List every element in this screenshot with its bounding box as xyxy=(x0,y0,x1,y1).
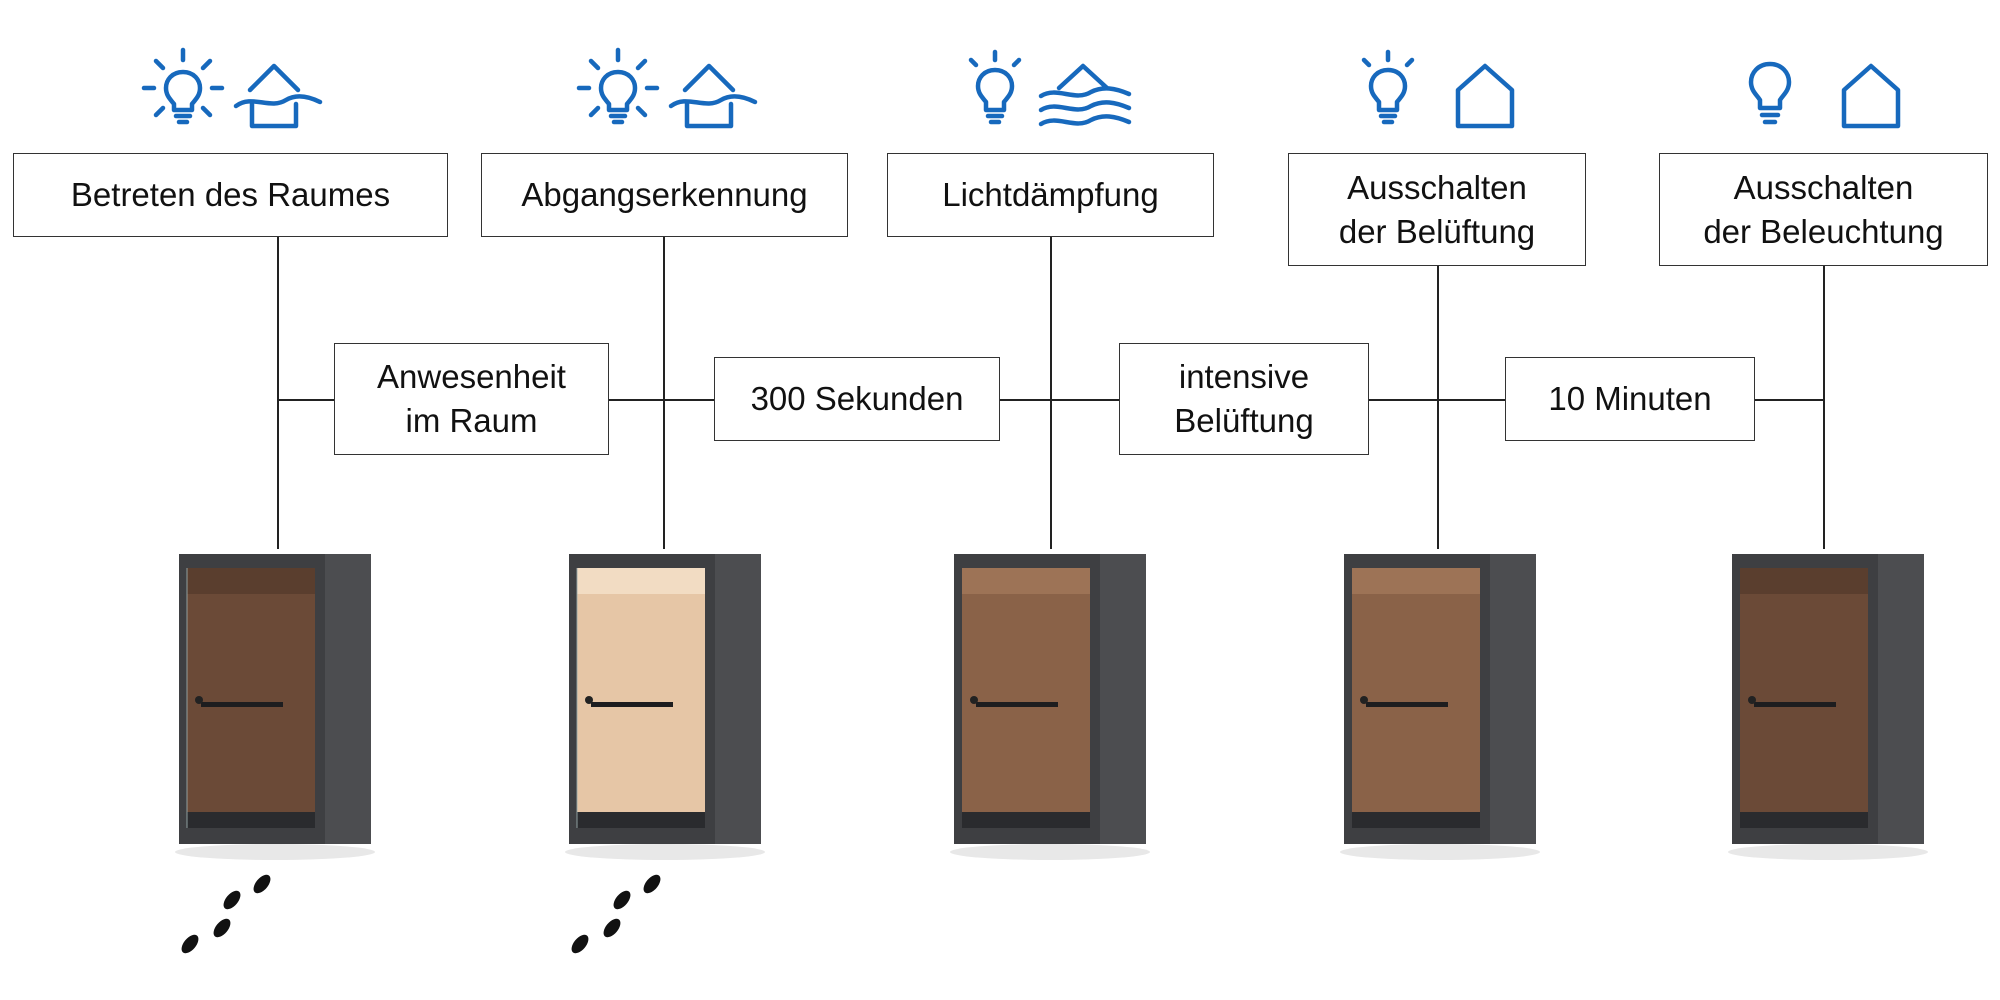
light-bulb-dimmed-icon xyxy=(968,49,1022,125)
house-icon xyxy=(1841,63,1901,129)
stage-label-2: Abgangserkennung xyxy=(481,153,848,237)
house-ventilation-low-icon xyxy=(233,63,323,129)
footprints-icon xyxy=(571,874,661,954)
stage-line-4 xyxy=(1437,265,1439,549)
stage-label-5: Ausschalten der Beleuchtung xyxy=(1659,153,1988,266)
phone-booth-2 xyxy=(565,554,765,860)
phone-booth-3 xyxy=(950,554,1150,860)
connector-label-4: 10 Minuten xyxy=(1505,357,1755,441)
connector-label-3: intensive Belüftung xyxy=(1119,343,1369,455)
house-ventilation-low-icon xyxy=(668,63,758,129)
connector-label-1: Anwesenheit im Raum xyxy=(334,343,609,455)
stage-line-5 xyxy=(1823,265,1825,549)
phone-booth-5 xyxy=(1728,554,1928,860)
stage-line-3 xyxy=(1050,235,1052,549)
stage-line-1 xyxy=(277,235,279,549)
stage-label-4: Ausschalten der Belüftung xyxy=(1288,153,1586,266)
connector-label-2: 300 Sekunden xyxy=(714,357,1000,441)
light-bulb-off-icon xyxy=(1748,61,1792,125)
footprints-icon xyxy=(181,874,271,954)
light-bulb-dimmed-icon xyxy=(1361,49,1415,125)
light-bulb-on-icon xyxy=(141,47,225,125)
stage-line-2 xyxy=(663,235,665,549)
phone-booth-1 xyxy=(175,554,375,860)
stage-label-3: Lichtdämpfung xyxy=(887,153,1214,237)
phone-booth-4 xyxy=(1340,554,1540,860)
light-bulb-on-icon xyxy=(576,47,660,125)
stage-label-1: Betreten des Raumes xyxy=(13,153,448,237)
house-ventilation-high-icon xyxy=(1038,63,1132,127)
house-icon xyxy=(1455,63,1515,129)
